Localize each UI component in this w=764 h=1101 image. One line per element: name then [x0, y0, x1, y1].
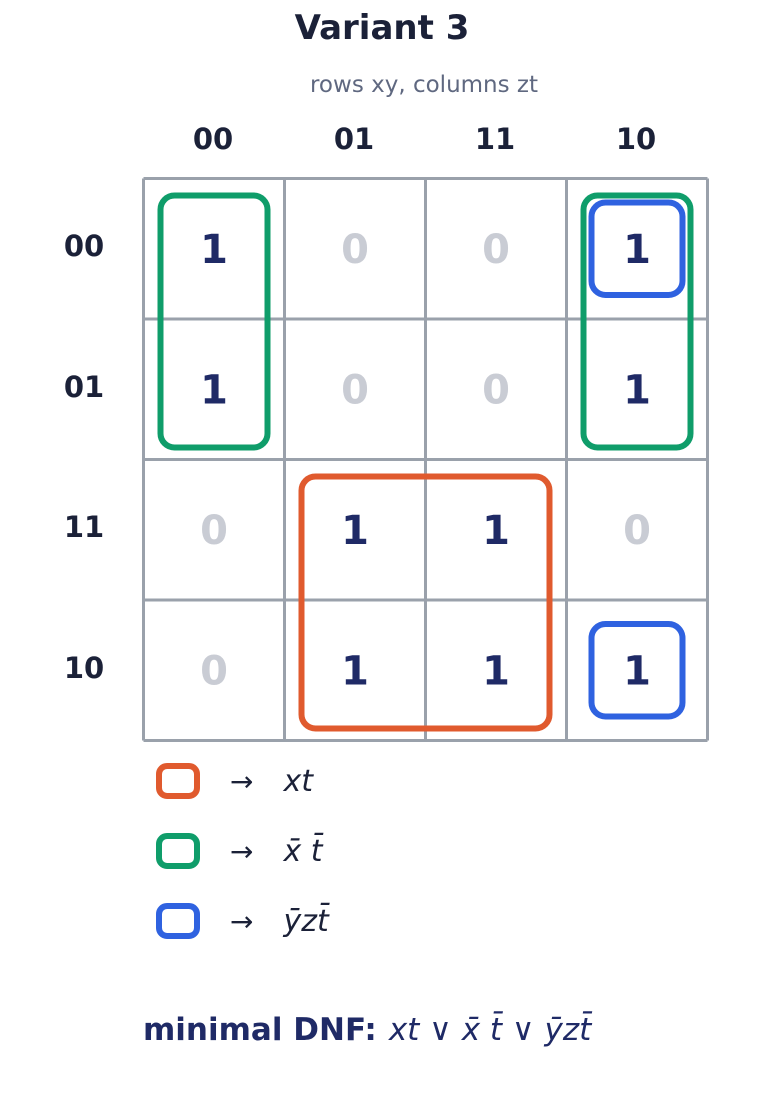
cell-value-2-3: 0	[623, 508, 651, 554]
row-header-10: 10	[63, 651, 105, 685]
group-outline-0	[298, 473, 553, 732]
legend-row-not-y-z-not-t: → ȳzt̄	[156, 898, 329, 944]
row-header-11: 11	[63, 510, 105, 544]
karnaugh-map: 1 0 0 1 1 0 0 1 0 1 1 0 0 1 1 1	[142, 177, 709, 742]
column-header-11: 11	[474, 122, 516, 156]
cell-value-1-0: 1	[200, 367, 228, 413]
group-outline-3	[588, 199, 686, 298]
minimal-dnf: minimal DNF: xt ∨ x̄ t̄ ∨ ȳzt̄	[143, 1012, 591, 1048]
dnf-label: minimal DNF:	[143, 1012, 377, 1048]
cell-value-1-1: 0	[341, 367, 369, 413]
arrow-icon: →	[230, 904, 254, 938]
legend-swatch-green	[156, 833, 200, 869]
legend-term-not-y-z-not-t: ȳzt̄	[283, 903, 329, 939]
group-outline-4	[588, 621, 686, 720]
legend-swatch-orange	[156, 763, 200, 799]
page-title: Variant 3	[294, 8, 470, 48]
cell-value-1-2: 0	[482, 367, 510, 413]
arrow-icon: →	[230, 834, 254, 868]
legend-swatch-blue	[156, 903, 200, 939]
cell-value-0-3: 1	[623, 227, 651, 273]
cell-value-1-3: 1	[623, 367, 651, 413]
cell-value-2-2: 1	[482, 508, 510, 554]
column-header-00: 00	[192, 122, 234, 156]
cell-value-3-3: 1	[623, 648, 651, 694]
cell-value-2-0: 0	[200, 508, 228, 554]
cell-value-2-1: 1	[341, 508, 369, 554]
row-header-01: 01	[63, 370, 105, 404]
legend-row-not-x-not-t: → x̄ t̄	[156, 828, 323, 874]
dnf-expression: xt ∨ x̄ t̄ ∨ ȳzt̄	[388, 1012, 592, 1048]
cell-value-0-2: 0	[482, 227, 510, 273]
row-header-00: 00	[63, 229, 105, 263]
column-header-01: 01	[333, 122, 375, 156]
group-outline-2	[580, 192, 694, 451]
cell-value-3-2: 1	[482, 648, 510, 694]
arrow-icon: →	[230, 764, 254, 798]
subtitle: rows xy, columns zt	[309, 72, 539, 98]
column-header-10: 10	[615, 122, 657, 156]
cell-value-3-1: 1	[341, 648, 369, 694]
legend-term-not-x-not-t: x̄ t̄	[283, 833, 323, 869]
cell-value-3-0: 0	[200, 648, 228, 694]
legend-row-xt: → xt	[156, 758, 313, 804]
group-outline-1	[157, 192, 271, 451]
cell-value-0-0: 1	[200, 227, 228, 273]
legend-term-xt: xt	[283, 763, 313, 799]
cell-value-0-1: 0	[341, 227, 369, 273]
